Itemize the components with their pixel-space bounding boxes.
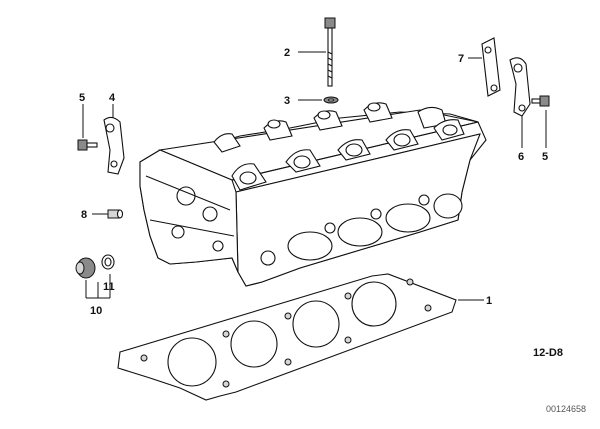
head-gasket	[117, 273, 457, 401]
bracket-7	[481, 37, 501, 97]
dowel-sleeve	[107, 209, 124, 219]
callout-3: 3	[284, 95, 290, 107]
callout-7: 7	[458, 53, 464, 65]
combustion-chambers	[260, 193, 463, 266]
sealing-plug	[75, 257, 96, 279]
callout-5-left: 5	[79, 92, 85, 104]
lifting-bracket-right	[509, 57, 531, 117]
document-number: 00124658	[546, 404, 586, 414]
section-code: 12-D8	[533, 347, 563, 359]
callout-1: 1	[486, 295, 492, 307]
cam-towers-front	[231, 119, 465, 191]
washer	[323, 96, 339, 104]
cam-towers-rear	[213, 102, 447, 153]
leader-lines	[82, 51, 547, 301]
bolt-left	[77, 139, 98, 151]
callout-2: 2	[284, 47, 290, 59]
callout-11: 11	[103, 281, 115, 293]
cylinder-head-bolt	[324, 17, 336, 87]
seal-ring	[101, 254, 115, 270]
callout-4: 4	[109, 92, 116, 104]
callout-6: 6	[518, 151, 524, 163]
cylinder-head	[139, 102, 487, 287]
callout-10: 10	[90, 305, 102, 317]
callout-8: 8	[81, 209, 87, 221]
callout-labels: 2 3 4 5 7 6 5 8 11 10 1	[79, 47, 548, 317]
lifting-bracket-left	[103, 116, 125, 175]
bolt-right	[531, 95, 550, 107]
callout-5-right: 5	[542, 151, 548, 163]
